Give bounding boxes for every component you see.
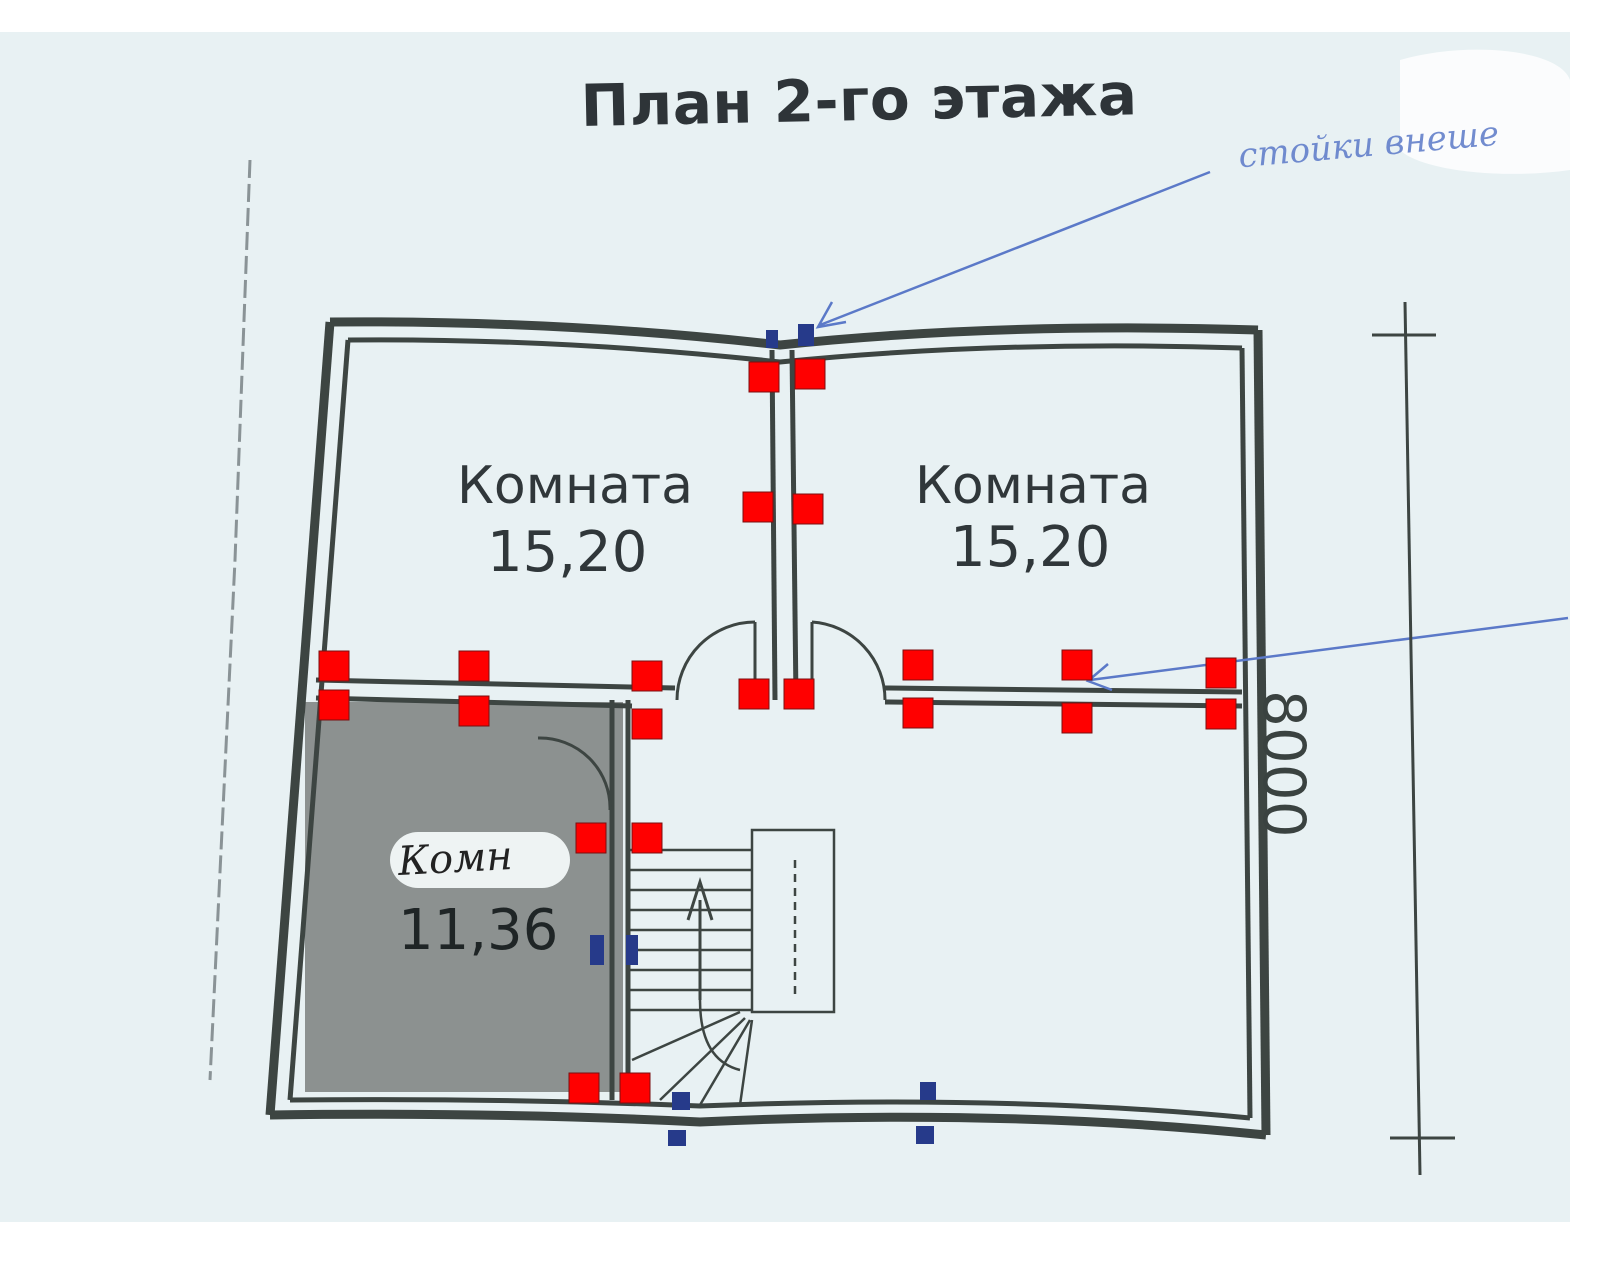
red-markers bbox=[318, 358, 1237, 1104]
room-name-left: Комната bbox=[457, 456, 693, 516]
interior-walls bbox=[315, 349, 1243, 1100]
room-area-small: 11,36 bbox=[398, 898, 559, 963]
room-name-right: Комната bbox=[915, 456, 1151, 516]
ink-arrows bbox=[815, 170, 1569, 692]
red-marker bbox=[902, 697, 934, 729]
red-marker bbox=[738, 678, 770, 710]
red-marker bbox=[631, 822, 663, 854]
plan-title: План 2-го этажа bbox=[580, 60, 1138, 140]
red-marker bbox=[902, 649, 934, 681]
red-marker bbox=[783, 678, 815, 710]
room-name-small: Комн bbox=[396, 833, 514, 885]
dimension-label: 8000 bbox=[1250, 690, 1318, 838]
red-marker bbox=[792, 493, 824, 525]
red-marker bbox=[1061, 702, 1093, 734]
red-marker bbox=[631, 708, 663, 740]
red-marker bbox=[619, 1072, 651, 1104]
red-marker bbox=[1061, 649, 1093, 681]
room-area-left: 15,20 bbox=[487, 520, 648, 585]
hatched-room-fill bbox=[305, 702, 623, 1092]
room-area-right: 15,20 bbox=[950, 515, 1111, 580]
margin-line bbox=[208, 159, 252, 1081]
posts bbox=[590, 324, 936, 1146]
red-marker bbox=[458, 695, 490, 727]
red-marker bbox=[742, 491, 774, 523]
red-marker bbox=[318, 689, 350, 721]
red-marker bbox=[458, 650, 490, 682]
red-marker bbox=[1205, 657, 1237, 689]
glare-spot bbox=[1400, 49, 1570, 174]
red-marker bbox=[748, 361, 780, 393]
red-marker bbox=[318, 650, 350, 682]
red-marker bbox=[568, 1072, 600, 1104]
dimension-line bbox=[1372, 301, 1455, 1176]
red-marker bbox=[631, 660, 663, 692]
staircase bbox=[630, 828, 836, 1106]
red-marker bbox=[1205, 698, 1237, 730]
red-marker bbox=[575, 822, 607, 854]
paper-sheet bbox=[0, 32, 1570, 1222]
room-label-patch bbox=[390, 832, 570, 888]
door-swings bbox=[537, 620, 887, 811]
outer-walls bbox=[265, 317, 1271, 1140]
red-marker bbox=[794, 358, 826, 390]
